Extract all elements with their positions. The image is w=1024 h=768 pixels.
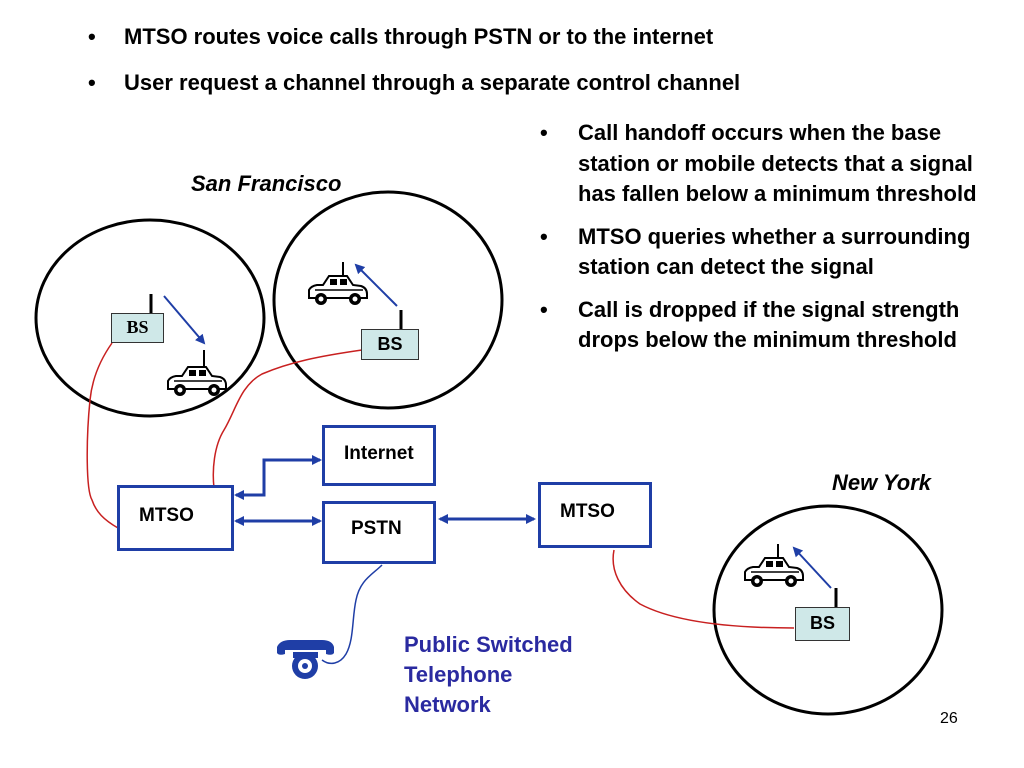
label-new-york: New York [832, 470, 932, 495]
top-bullet-list: MTSO routes voice calls through PSTN or … [88, 24, 740, 116]
mtso-box-san-francisco [117, 485, 234, 551]
pstn-caption-line: Telephone [404, 662, 513, 687]
internet-box [322, 425, 436, 486]
base-station-label: BS [126, 317, 149, 337]
pstn-caption-line: Network [404, 692, 491, 717]
cell-sf-right [272, 190, 504, 410]
wire-ny-bs-to-mtso [612, 549, 795, 629]
car-icon-ny [744, 557, 804, 588]
telephone-icon [277, 640, 334, 679]
signal-arrow-sf-left [163, 295, 206, 345]
base-station-ny: BS [795, 607, 850, 641]
base-station-sf-right: BS [361, 329, 419, 360]
bullet-call-handoff: Call handoff occurs when the base statio… [540, 118, 980, 210]
bullet-mtso-routes: MTSO routes voice calls through PSTN or … [88, 24, 740, 50]
pstn-box [322, 501, 436, 564]
wire-sf-right-bs-to-mtso [212, 349, 363, 489]
mtso-box-new-york [538, 482, 652, 548]
right-bullet-list: Call handoff occurs when the base statio… [540, 118, 980, 368]
internet-label: Internet [344, 443, 414, 464]
wire-sf-left-bs-to-mtso [86, 342, 119, 529]
bullet-mtso-queries: MTSO queries whether a surrounding stati… [540, 222, 980, 283]
link-mtso-to-internet [234, 455, 322, 500]
cell-sf-left [34, 218, 266, 418]
label-san-francisco: San Francisco [191, 171, 342, 196]
bullet-call-dropped: Call is dropped if the signal strength d… [540, 295, 980, 356]
pstn-caption: Public Switched Telephone Network [404, 630, 573, 720]
car-icon-sf-right [308, 275, 368, 306]
base-station-sf-left: BS [111, 313, 164, 343]
base-station-label: BS [377, 334, 403, 354]
mtso-label-san-francisco: MTSO [139, 505, 194, 526]
car-icon-sf-left [167, 366, 227, 397]
mtso-label-new-york: MTSO [560, 501, 615, 522]
cell-new-york [712, 504, 944, 716]
signal-arrow-sf-right [354, 263, 398, 307]
base-station-label: BS [809, 613, 835, 633]
page-number: 26 [940, 710, 958, 727]
phone-cord [321, 564, 383, 665]
pstn-caption-line: Public Switched [404, 632, 573, 657]
signal-arrow-ny [792, 546, 832, 589]
pstn-label: PSTN [351, 518, 402, 539]
bullet-control-channel: User request a channel through a separat… [88, 70, 740, 96]
